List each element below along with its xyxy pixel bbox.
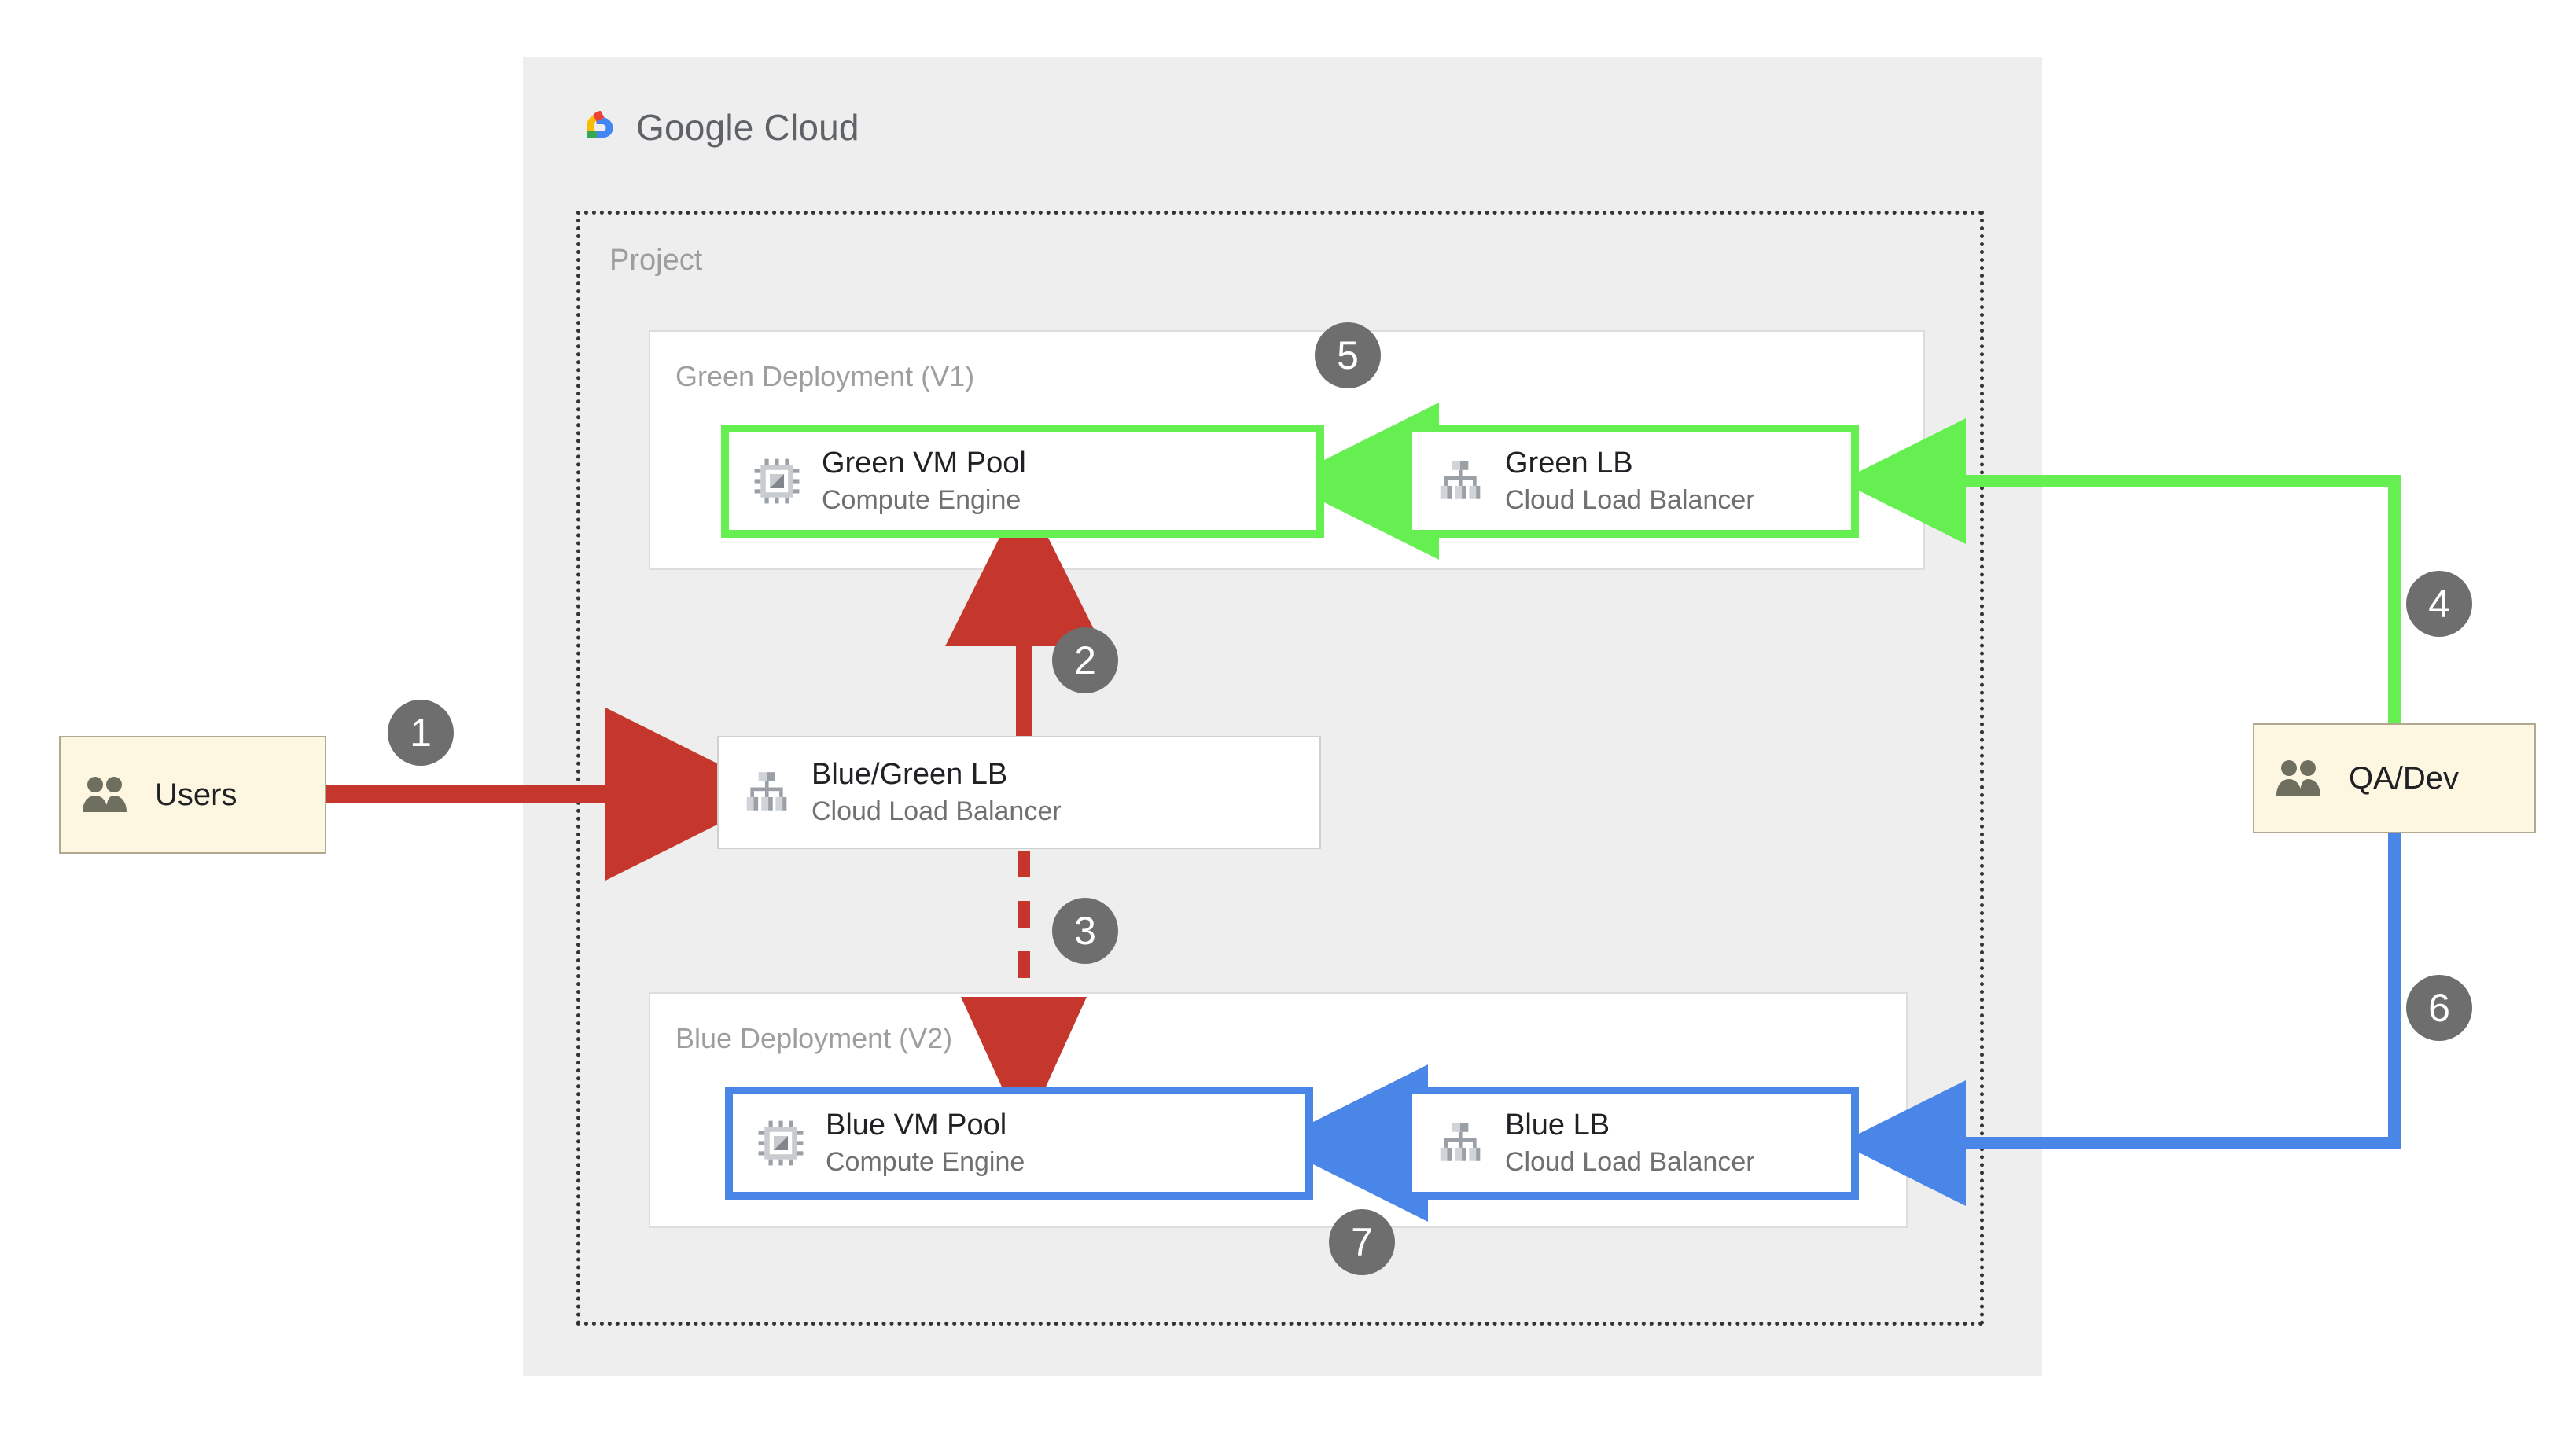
google-cloud-logo: Google Cloud	[578, 106, 859, 149]
step-badge-2: 2	[1052, 627, 1118, 693]
node-title: Blue LB	[1505, 1108, 1610, 1142]
cloud-load-balancer-icon	[1436, 457, 1485, 506]
green-deployment-label: Green Deployment (V1)	[675, 360, 975, 392]
node-blue-lb-text: Blue LB Cloud Load Balancer	[1505, 1109, 1755, 1178]
node-green-lb-text: Green LB Cloud Load Balancer	[1505, 447, 1755, 517]
step-badge-4: 4	[2406, 571, 2472, 637]
step-badge-6: 6	[2406, 975, 2472, 1041]
node-blue-lb[interactable]: Blue LB Cloud Load Balancer	[1404, 1087, 1859, 1200]
people-icon	[2275, 757, 2325, 800]
compute-engine-icon	[753, 457, 801, 506]
step-badge-3: 3	[1052, 898, 1118, 964]
cloud-load-balancer-icon	[742, 768, 791, 817]
node-blue-vm-pool-text: Blue VM Pool Compute Engine	[826, 1109, 1025, 1178]
node-title: Blue/Green LB	[811, 757, 1008, 791]
blue-deployment-label: Blue Deployment (V2)	[675, 1022, 953, 1054]
project-label: Project	[609, 244, 703, 277]
node-green-lb[interactable]: Green LB Cloud Load Balancer	[1404, 425, 1859, 538]
actor-users-label: Users	[155, 777, 237, 812]
node-bluegreen-lb-text: Blue/Green LB Cloud Load Balancer	[811, 758, 1062, 828]
node-title: Blue VM Pool	[826, 1108, 1007, 1142]
actor-qadev[interactable]: QA/Dev	[2253, 723, 2536, 833]
google-cloud-logo-icon	[578, 108, 624, 147]
node-blue-vm-pool[interactable]: Blue VM Pool Compute Engine	[725, 1087, 1313, 1200]
google-cloud-logo-text: Google Cloud	[636, 106, 859, 149]
actor-users[interactable]: Users	[59, 736, 326, 854]
node-subtitle: Cloud Load Balancer	[1505, 1147, 1755, 1178]
node-subtitle: Compute Engine	[822, 485, 1021, 516]
node-title: Green VM Pool	[822, 446, 1026, 480]
step-badge-1: 1	[388, 700, 454, 766]
node-green-vm-pool-text: Green VM Pool Compute Engine	[822, 447, 1026, 517]
node-subtitle: Cloud Load Balancer	[1505, 485, 1755, 516]
people-icon	[81, 774, 131, 816]
logo-word-google: Google	[636, 107, 754, 148]
node-subtitle: Compute Engine	[826, 1147, 1025, 1178]
node-bluegreen-lb[interactable]: Blue/Green LB Cloud Load Balancer	[717, 736, 1321, 849]
cloud-load-balancer-icon	[1436, 1119, 1485, 1167]
actor-qadev-label: QA/Dev	[2349, 760, 2460, 796]
logo-word-cloud: Cloud	[764, 107, 859, 148]
project-boundary	[576, 211, 1984, 1326]
compute-engine-icon	[756, 1119, 805, 1167]
node-subtitle: Cloud Load Balancer	[811, 796, 1062, 827]
node-title: Green LB	[1505, 446, 1633, 480]
step-badge-7: 7	[1329, 1209, 1395, 1275]
step-badge-5: 5	[1315, 322, 1381, 388]
node-green-vm-pool[interactable]: Green VM Pool Compute Engine	[721, 425, 1324, 538]
